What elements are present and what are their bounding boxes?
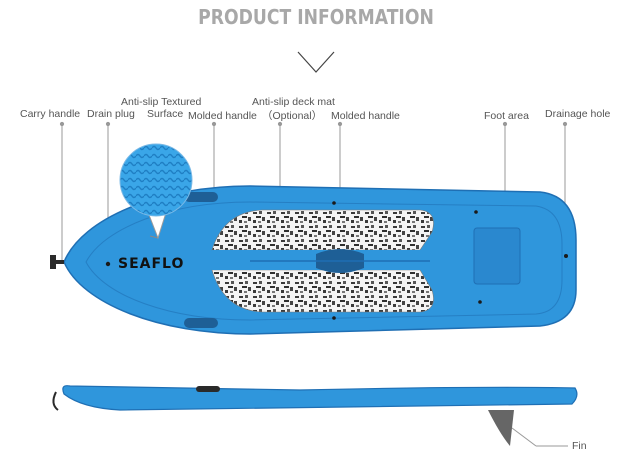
label-surface: Surface (147, 108, 184, 120)
label-molded-handle-right: Molded handle (331, 110, 400, 122)
label-fin: Fin (572, 440, 587, 452)
board-side-view (62, 385, 578, 411)
fin-icon (488, 410, 514, 446)
label-drainage-hole: Drainage hole (545, 108, 611, 120)
label-anti-slip-textured: Anti-slip Textured (121, 96, 202, 108)
seaflo-logo: SEAFLO (118, 256, 185, 272)
page-title: PRODUCT INFORMATION (198, 5, 434, 29)
label-foot-area: Foot area (484, 110, 529, 122)
chevron-down-icon (297, 51, 335, 73)
anti-slip-deck-mat (211, 209, 434, 251)
anti-slip-texture-zoom (119, 143, 193, 217)
molded-handle-left-top-icon (184, 192, 218, 202)
label-drain-plug: Drain plug (87, 108, 135, 120)
foot-area (473, 227, 521, 285)
molded-handle-left-bottom-icon (184, 318, 218, 328)
label-optional: （Optional） (262, 110, 323, 122)
label-carry-handle: Carry handle (20, 108, 81, 120)
label-anti-slip-deck-mat: Anti-slip deck mat (252, 96, 335, 108)
label-molded-handle-left: Molded handle (188, 110, 257, 122)
